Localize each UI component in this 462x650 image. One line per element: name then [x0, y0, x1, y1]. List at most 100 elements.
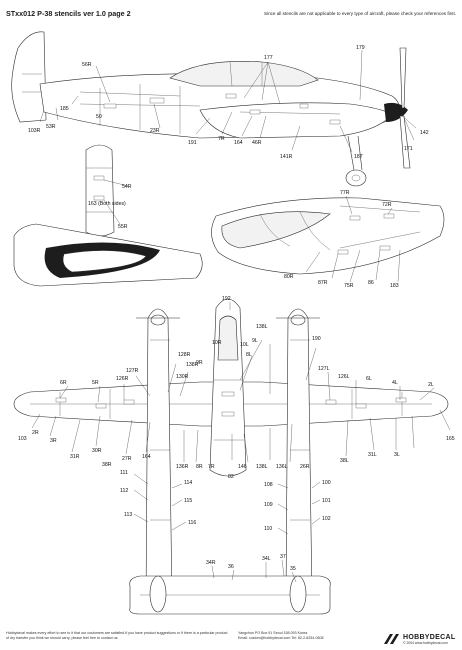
- footer: Hobbydecal makes every effort to see to …: [6, 630, 456, 648]
- plan-view-label: 38R: [102, 462, 112, 468]
- boom-view-label: 75R: [344, 283, 354, 289]
- plan-view-label: 7R: [208, 464, 215, 470]
- hobbydecal-logo-icon: [384, 634, 399, 644]
- boom-view-label: 183: [390, 283, 399, 289]
- side-view-label: 142: [420, 130, 429, 136]
- plan-view-label: 126L: [338, 374, 350, 380]
- plan-view-label: 127L: [318, 366, 330, 372]
- plan-view-label: 2R: [32, 430, 39, 436]
- boom-view-label: 77R: [340, 190, 350, 196]
- plan-view-label: 102: [322, 516, 331, 522]
- plan-view: 192 6R 5R 126R 127R 128R 9R 130R 138R 10…: [13, 296, 455, 615]
- plan-view-label: 110: [264, 526, 272, 532]
- plan-view-label: 112: [120, 488, 128, 494]
- plan-view-label: 109: [264, 502, 273, 508]
- plan-view-label: 138L: [256, 464, 268, 470]
- boom-view-label: 86: [368, 280, 374, 286]
- plan-view-label: 113: [124, 512, 132, 518]
- reference-notice: Since all stencils are not applicable to…: [263, 10, 456, 16]
- boom-view-label: 72R: [382, 202, 392, 208]
- plan-view-label: 138L: [256, 324, 268, 330]
- side-view-label: 7R: [218, 136, 225, 142]
- brand-logo: HOBBYDECAL © 2004 www.hobbydecal.com: [384, 630, 456, 648]
- plan-view-label: 31L: [368, 452, 377, 458]
- plan-view-label: 128R: [178, 352, 191, 358]
- plan-view-label: 9L: [252, 338, 258, 344]
- side-view-label: 164: [234, 140, 243, 146]
- plan-view-label: 5R: [92, 380, 99, 386]
- tail-view: 54R 163 (Both sides) 55R: [85, 144, 132, 237]
- plan-view-label: 114: [184, 480, 192, 486]
- boom-view-label: 87R: [318, 280, 328, 286]
- plan-view-label: 190: [312, 336, 321, 342]
- plan-view-label: 27R: [122, 456, 132, 462]
- footer-address-block: Yangchun PO Box 91 Seoul 158-093 Korea E…: [238, 631, 378, 641]
- plan-view-label: 136L: [276, 464, 288, 470]
- plan-view-label: 9R: [196, 360, 203, 366]
- plan-view-label: 10R: [212, 340, 222, 346]
- plan-view-label: 26R: [300, 464, 310, 470]
- plan-view-label: 146: [238, 464, 247, 470]
- side-view: 179 177 56R 53R 185 50 23R 103R 7R 191 1…: [11, 31, 429, 187]
- plan-view-label: 165: [446, 436, 455, 442]
- side-view-label: 50: [96, 114, 102, 120]
- side-view-label: 53R: [46, 124, 56, 130]
- side-view-label: 171: [404, 146, 413, 152]
- plan-view-label: 126R: [116, 376, 129, 382]
- plan-view-label: 100: [322, 480, 331, 486]
- plan-view-label: 6R: [60, 380, 67, 386]
- plan-view-label: 164: [142, 454, 151, 460]
- plan-view-label: 82: [228, 474, 234, 480]
- plan-view-label: 101: [322, 498, 331, 504]
- page-title: STxx012 P-38 stencils ver 1.0 page 2: [6, 8, 131, 18]
- side-view-label: 56R: [82, 62, 92, 68]
- side-view-label: 141R: [280, 154, 293, 160]
- plan-view-label: 37: [280, 554, 286, 560]
- plan-view-label: 6L: [366, 376, 372, 382]
- wing-section-view: [13, 223, 203, 287]
- header: STxx012 P-38 stencils ver 1.0 page 2 Sin…: [6, 6, 456, 20]
- brand-name: HOBBYDECAL: [403, 633, 456, 641]
- plan-view-label: 192: [222, 296, 231, 302]
- tail-view-label: 163 (Both sides): [88, 201, 126, 207]
- plan-view-label: 2L: [428, 382, 434, 388]
- tail-view-label: 54R: [122, 184, 132, 190]
- copyright: © 2004 www.hobbydecal.com: [403, 640, 448, 645]
- plan-view-label: 8R: [196, 464, 203, 470]
- plan-view-label: 30R: [92, 448, 102, 454]
- boom-view: 77R 72R 80R 87R 75R 86 183: [211, 190, 445, 289]
- plan-view-label: 3R: [50, 438, 57, 444]
- plan-view-label: 34L: [262, 556, 271, 562]
- side-view-label: 46R: [252, 140, 262, 146]
- plan-view-label: 34R: [206, 560, 216, 566]
- side-view-label: 191: [188, 140, 197, 146]
- plan-view-label: 138R: [186, 362, 199, 368]
- plan-view-label: 116: [188, 520, 196, 526]
- boom-view-label: 80R: [284, 274, 294, 280]
- plan-view-label: 136R: [176, 464, 189, 470]
- side-view-label: 23R: [150, 128, 160, 134]
- plan-view-label: 4L: [392, 380, 398, 386]
- tail-view-label: 55R: [118, 224, 128, 230]
- plan-view-label: 103: [18, 436, 27, 442]
- side-view-label: 185: [60, 106, 69, 112]
- plan-view-label: 3L: [394, 452, 400, 458]
- plan-view-label: 10L: [240, 342, 249, 348]
- side-view-label: 177: [264, 55, 273, 61]
- plan-view-label: 38L: [340, 458, 349, 464]
- footer-contact-note: Hobbydecal makes every effort to see to …: [6, 631, 228, 640]
- footer-email: Email: custom@hobbydecal.com Tel: 82-2-6…: [238, 636, 324, 640]
- plan-view-label: 8L: [246, 352, 252, 358]
- plan-view-label: 36: [228, 564, 234, 570]
- plan-view-label: 31R: [70, 454, 80, 460]
- side-view-label: 179: [356, 45, 365, 51]
- plan-view-label: 35: [290, 566, 296, 572]
- plan-view-label: 130R: [176, 374, 189, 380]
- side-view-label: 103R: [28, 128, 41, 134]
- plan-view-label: 115: [184, 498, 192, 504]
- side-view-label: 187: [354, 154, 363, 160]
- plan-view-label: 111: [120, 470, 128, 476]
- plan-view-label: 127R: [126, 368, 139, 374]
- footer-address: Yangchun PO Box 91 Seoul 158-093 Korea: [238, 631, 308, 635]
